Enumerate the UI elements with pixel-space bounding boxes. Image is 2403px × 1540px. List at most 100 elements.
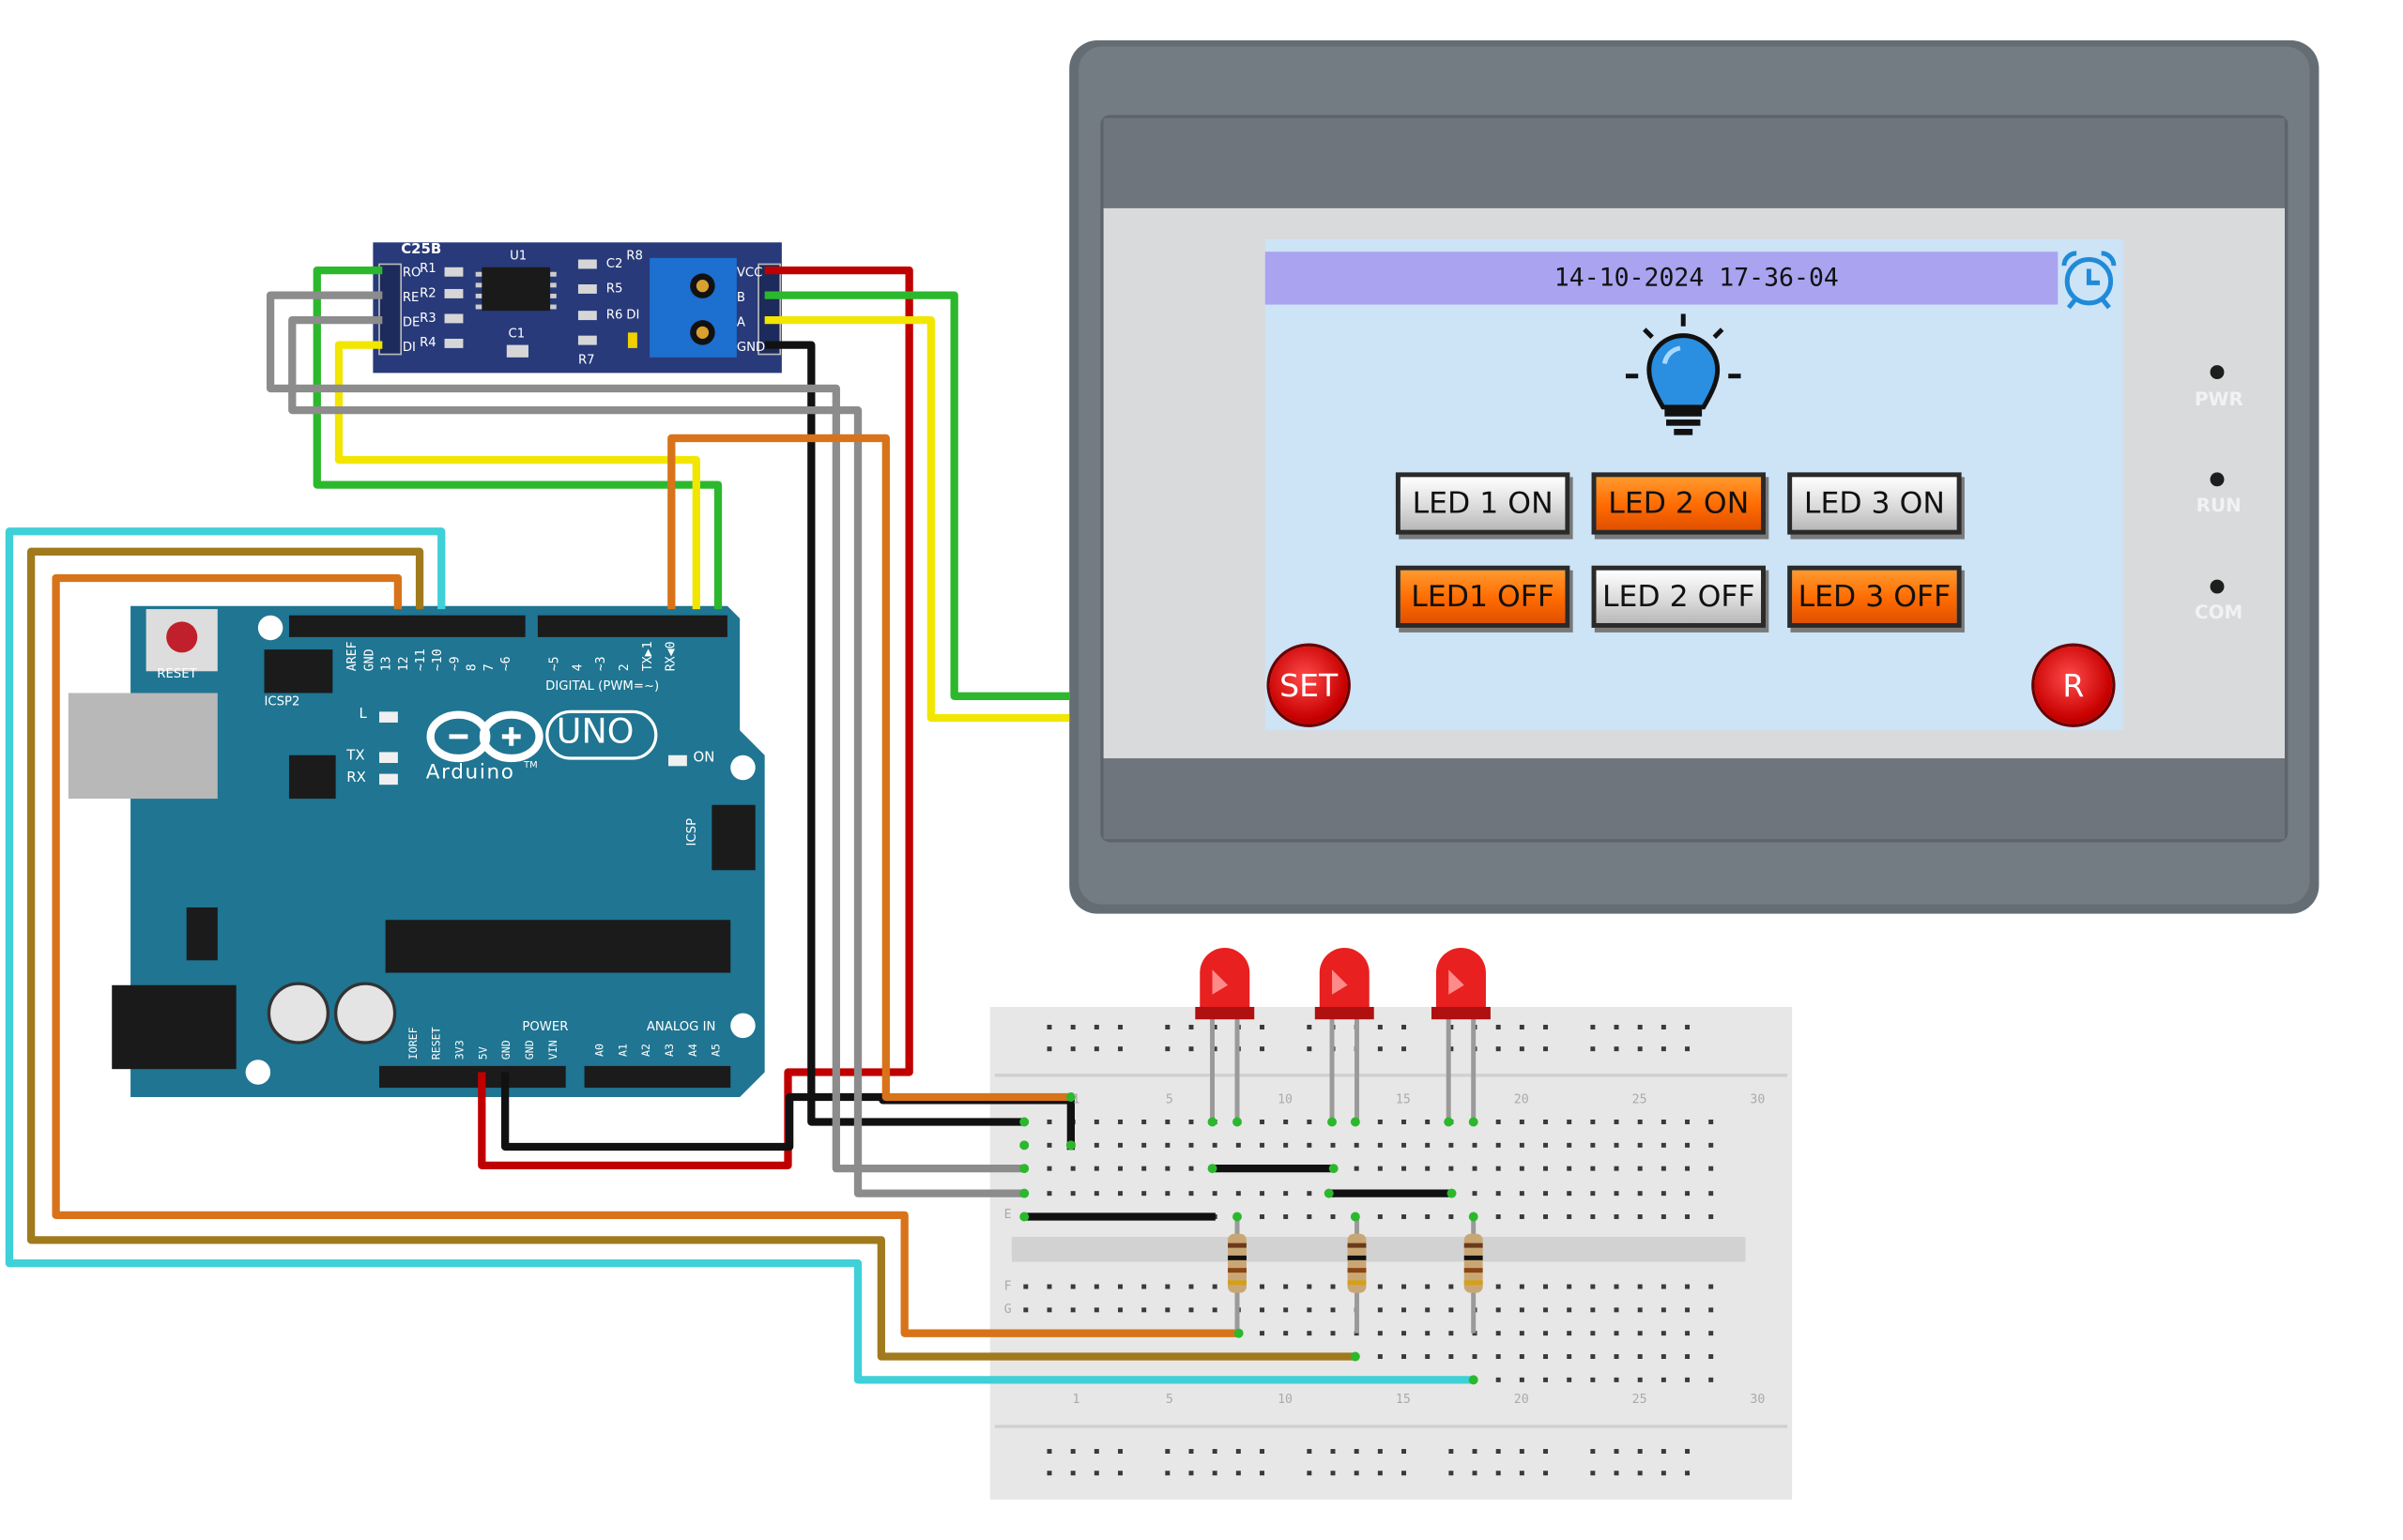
bb-cols-bottom-5: 25 bbox=[1631, 1392, 1647, 1407]
rs485-r6: R6 bbox=[605, 307, 623, 322]
digital-pins-0: AREF bbox=[344, 641, 360, 672]
rs485-r7: R7 bbox=[577, 352, 595, 367]
arduino-rx-label: RX bbox=[346, 770, 366, 786]
wire-orange-d13 bbox=[52, 573, 1239, 1337]
wire-grey-re bbox=[266, 291, 1025, 1173]
bb-cols-0: 1 bbox=[1072, 1092, 1080, 1106]
rs485-left-pin-0: RO bbox=[402, 266, 421, 281]
arduino-reset-label: RESET bbox=[157, 666, 197, 681]
atmega-chip bbox=[385, 920, 731, 973]
power-pins-5: GND bbox=[524, 1040, 537, 1060]
pwr-indicator bbox=[2210, 365, 2225, 380]
arduino-on-label: ON bbox=[693, 750, 715, 767]
red-led-3 bbox=[1431, 948, 1491, 1122]
analog-pins-4: A4 bbox=[686, 1043, 700, 1057]
bb-cols-1: 5 bbox=[1165, 1092, 1173, 1106]
run-indicator bbox=[2210, 472, 2225, 487]
bb-cols-bottom-1: 5 bbox=[1165, 1392, 1173, 1407]
arduino-tm: TM bbox=[524, 759, 538, 771]
alarm-clock-icon[interactable] bbox=[2061, 251, 2117, 310]
analog-pins-5: A5 bbox=[710, 1043, 723, 1057]
rs485-c2: C2 bbox=[605, 256, 623, 271]
breadboard-connection-dots bbox=[1019, 1092, 1478, 1385]
red-led-2 bbox=[1314, 948, 1374, 1122]
light-bulb-icon bbox=[1625, 313, 1741, 435]
arduino-uno bbox=[68, 605, 765, 1097]
wire-black-gnd bbox=[764, 341, 1025, 1126]
bb-rows-0: E bbox=[1003, 1207, 1012, 1222]
breadboard bbox=[989, 1006, 1793, 1500]
digital-pins-5: ~10 bbox=[430, 648, 445, 672]
power-pins-6: VIN bbox=[546, 1040, 560, 1060]
arduino-model: UNO bbox=[556, 713, 635, 753]
com-indicator bbox=[2210, 579, 2225, 594]
hmi-date-header bbox=[1264, 252, 2059, 305]
rs485-left-pin-2: DE bbox=[402, 315, 421, 330]
rs485-chip bbox=[482, 267, 551, 312]
bb-cols-bottom-0: 1 bbox=[1072, 1392, 1080, 1407]
bb-cols-bottom-6: 30 bbox=[1750, 1392, 1766, 1407]
pwr-label: PWR bbox=[2194, 388, 2243, 411]
wire-green-ro bbox=[313, 266, 723, 610]
rs485-di: DI bbox=[626, 307, 640, 322]
digital-pins-9: ~6 bbox=[498, 656, 513, 672]
arduino-digital-label: DIGITAL (PWM=~) bbox=[545, 679, 660, 694]
bb-cols-2: 10 bbox=[1278, 1092, 1293, 1106]
rs485-right-pin-0: VCC bbox=[736, 266, 763, 281]
bb-rows-1: F bbox=[1003, 1278, 1012, 1293]
rs485-module bbox=[373, 242, 782, 374]
arduino-tx-label: TX bbox=[346, 749, 365, 765]
digital-pins-13: 2 bbox=[617, 663, 632, 672]
bb-cols-bottom-4: 20 bbox=[1513, 1392, 1529, 1407]
bb-cols-bottom-3: 15 bbox=[1395, 1392, 1411, 1407]
resistor-1 bbox=[1228, 1216, 1247, 1334]
led1-off-button[interactable]: LED1 OFF bbox=[1395, 565, 1570, 628]
arduino-icsp2-label: ICSP2 bbox=[264, 694, 300, 709]
wire-orange-d2 bbox=[667, 434, 1071, 1102]
hmi-datetime: 14-10-2024 17-36-04 bbox=[1554, 262, 1839, 293]
led3-off-button[interactable]: LED 3 OFF bbox=[1787, 565, 1962, 628]
analog-pins-1: A1 bbox=[617, 1043, 630, 1057]
usb-port bbox=[68, 693, 218, 800]
rs485-c1: C1 bbox=[508, 326, 526, 341]
digital-pins-14: TX▶1 bbox=[640, 641, 655, 672]
power-pins-2: 3V3 bbox=[453, 1040, 467, 1060]
bb-cols-6: 30 bbox=[1750, 1092, 1766, 1106]
wire-yellow-di bbox=[334, 341, 700, 610]
arduino-brand: Arduino bbox=[425, 761, 515, 785]
analog-pins-2: A2 bbox=[640, 1043, 653, 1057]
digital-pins-10: ~5 bbox=[546, 656, 561, 672]
led2-off-button[interactable]: LED 2 OFF bbox=[1591, 565, 1766, 628]
wire-grey-de bbox=[288, 315, 1025, 1197]
wire-yellow-a bbox=[764, 315, 1070, 723]
leds bbox=[1019, 948, 1491, 1385]
led2-on-button[interactable]: LED 2 ON bbox=[1591, 472, 1766, 535]
set-button[interactable]: SET bbox=[1269, 646, 1348, 724]
digital-pins-12: ~3 bbox=[593, 656, 608, 672]
arduino-icsp-label: ICSP bbox=[684, 817, 699, 846]
dc-jack bbox=[112, 984, 237, 1070]
rs485-r5: R5 bbox=[605, 281, 623, 296]
rs485-right-pin-3: GND bbox=[736, 340, 766, 355]
led1-on-button[interactable]: LED 1 ON bbox=[1395, 472, 1570, 535]
digital-pins-11: 4 bbox=[570, 663, 585, 672]
rs485-r4: R4 bbox=[420, 335, 436, 350]
digital-pins-8: 7 bbox=[482, 663, 497, 672]
arduino-l-label: L bbox=[359, 707, 367, 723]
wire-green-b bbox=[764, 291, 1070, 700]
digital-pins-1: GND bbox=[361, 648, 376, 672]
led3-on-button[interactable]: LED 3 ON bbox=[1787, 472, 1962, 535]
resistor-3 bbox=[1463, 1216, 1483, 1334]
rs485-u1: U1 bbox=[510, 248, 528, 263]
rs485-left-pin-3: DI bbox=[402, 340, 416, 355]
wire-red bbox=[478, 266, 913, 1169]
bb-rows-2: G bbox=[1003, 1302, 1012, 1317]
digital-pins-15: RX◀0 bbox=[664, 641, 678, 672]
arduino-analog-label: ANALOG IN bbox=[646, 1019, 716, 1034]
rs485-right-pin-2: A bbox=[736, 315, 745, 330]
reset-r-button[interactable]: R bbox=[2034, 646, 2113, 724]
wires bbox=[5, 266, 1474, 1384]
wire-cyan-d11 bbox=[5, 527, 1474, 1384]
